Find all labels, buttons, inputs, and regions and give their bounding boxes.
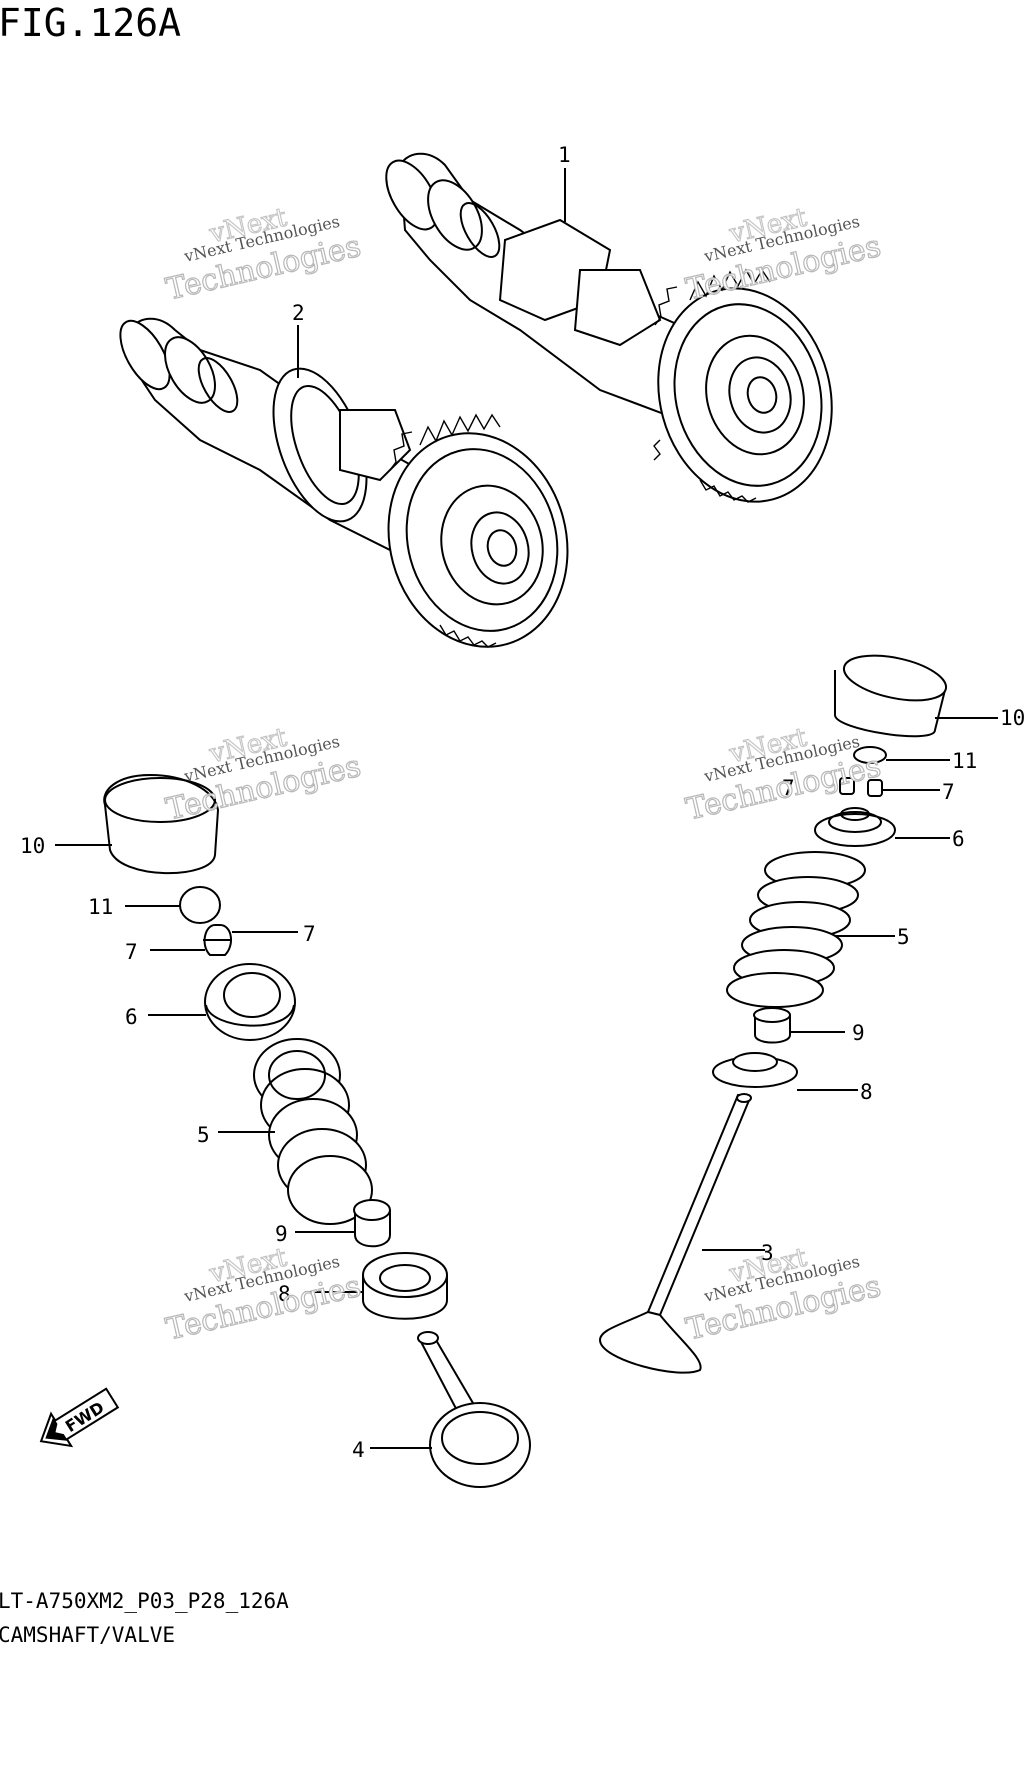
fwd-arrow-icon: FWD (39, 1387, 120, 1448)
shim-11-left (179, 886, 221, 924)
callout-10-right: 10 (1000, 706, 1024, 730)
callout-8-right: 8 (860, 1080, 873, 1104)
cotter-7-right-b (867, 779, 883, 797)
watermark-6: vNext Technologies vNext Technologies (682, 1242, 885, 1348)
callout-10-left: 10 (20, 834, 45, 858)
callout-1: 1 (558, 143, 571, 167)
watermark-3: vNext Technologies vNext Technologies (162, 722, 365, 828)
retainer-6-right (814, 807, 896, 847)
callout-6-right: 6 (952, 827, 965, 851)
callout-7-right-a: 7 (782, 776, 795, 800)
callout-7-left-b: 7 (125, 940, 138, 964)
shim-11-right (853, 746, 887, 764)
callout-7-left-a: 7 (303, 922, 316, 946)
cotter-7-left (203, 924, 232, 956)
figure-title: FIG.126A (0, 1, 181, 45)
seat-8-left (362, 1252, 448, 1320)
seal-9-left (353, 1199, 391, 1248)
callout-8-left: 8 (278, 1282, 291, 1306)
section-name: CAMSHAFT/VALVE (0, 1623, 175, 1647)
seal-9-right (753, 1007, 791, 1044)
valve-3-exhaust (598, 1093, 752, 1374)
valve-4-intake (417, 1331, 531, 1488)
spring-5-right (726, 851, 866, 1008)
model-code: LT-A750XM2_P03_P28_126A (0, 1589, 289, 1613)
watermark-1: vNext Technologies vNext Technologies (162, 202, 365, 308)
watermark-2: vNext Technologies vNext Technologies (682, 202, 885, 308)
callout-7-right-b: 7 (942, 780, 955, 804)
callout-6-left: 6 (125, 1005, 138, 1029)
camshaft-1 (385, 152, 833, 503)
cotter-7-right-a (839, 777, 855, 795)
callout-5-right: 5 (897, 925, 910, 949)
callout-11-right: 11 (952, 749, 977, 773)
tappet-10-left (103, 773, 220, 875)
callout-9-left: 9 (275, 1222, 288, 1246)
camshaft-2 (119, 317, 569, 648)
callout-2: 2 (292, 301, 305, 325)
seat-8-right (712, 1052, 798, 1088)
callout-11-left: 11 (88, 895, 113, 919)
tappet-10-right (834, 654, 948, 738)
callout-9-right: 9 (852, 1021, 865, 1045)
retainer-6-left (204, 963, 296, 1041)
callout-5-left: 5 (197, 1123, 210, 1147)
callout-3: 3 (761, 1241, 774, 1265)
watermark-5: vNext Technologies vNext Technologies (162, 1242, 365, 1348)
callout-4: 4 (352, 1438, 365, 1462)
spring-5-left (253, 1038, 373, 1225)
